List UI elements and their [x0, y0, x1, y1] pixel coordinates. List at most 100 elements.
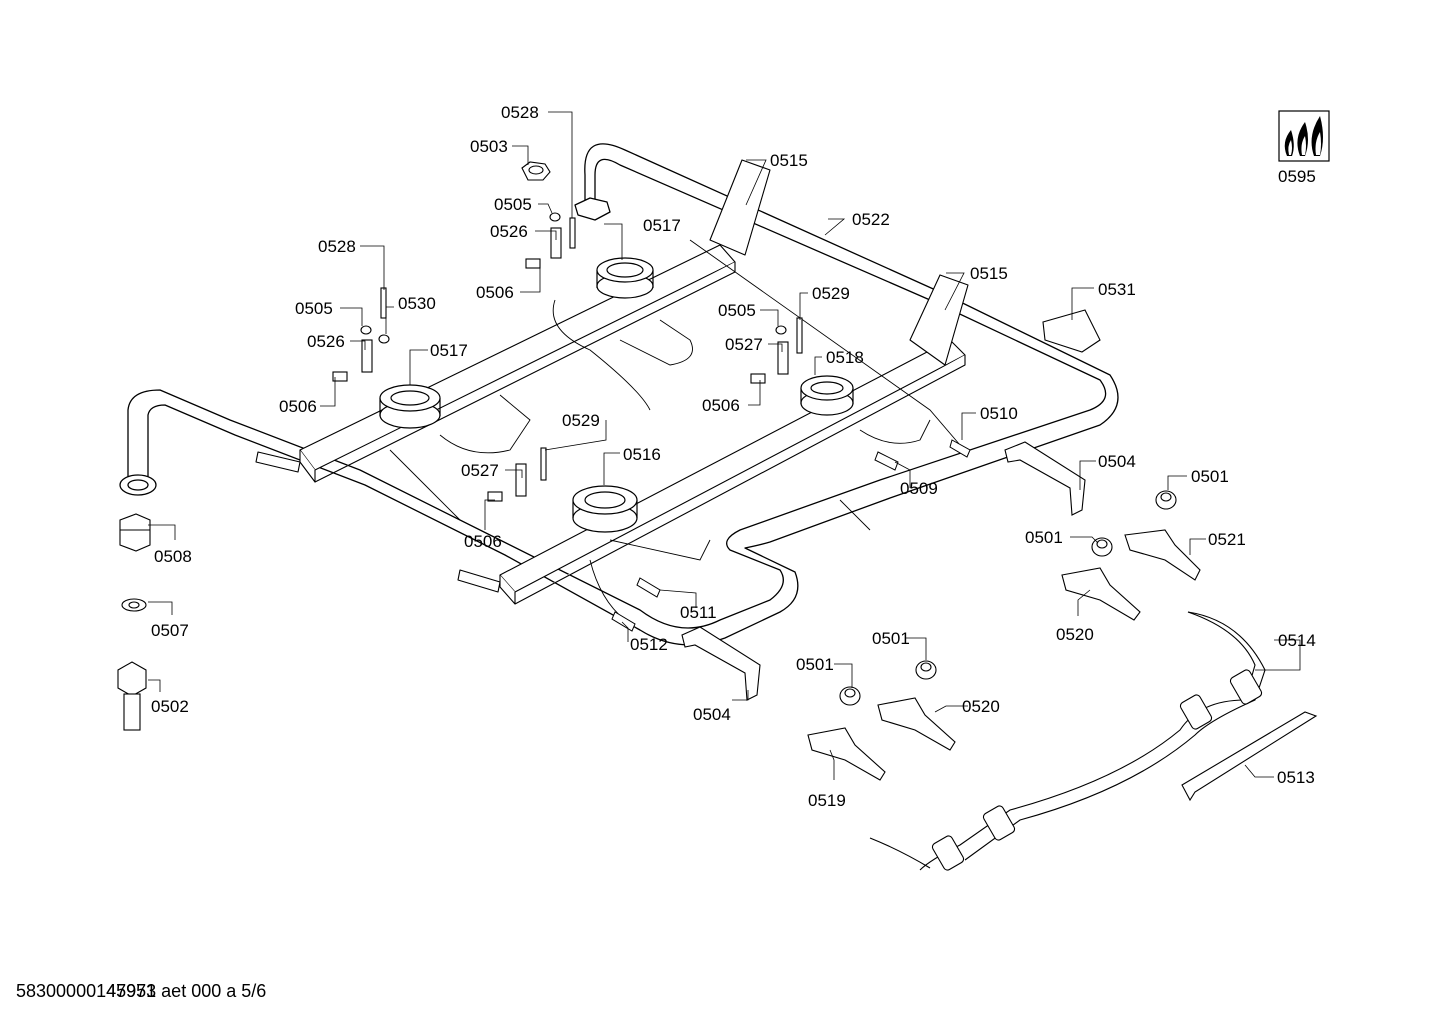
- gas-valve-0520-b: [877, 697, 956, 751]
- nut-0501-d: [839, 686, 861, 706]
- gas-supply-pipe: [119, 143, 1119, 646]
- label-0501: 0501: [872, 629, 910, 648]
- ignition-candle-0527-b: [515, 463, 527, 497]
- label-0512: 0512: [630, 635, 668, 654]
- label-0503: 0503: [470, 137, 508, 156]
- connector-0502: [117, 661, 147, 731]
- burner-cup-0518: [800, 375, 854, 416]
- revision-a: 45951: [106, 981, 157, 1001]
- label-0528: 0528: [318, 237, 356, 256]
- burner-cup-0517-left: [379, 384, 441, 429]
- label-0504: 0504: [693, 705, 731, 724]
- gas-valve-0519: [807, 727, 886, 781]
- label-0517: 0517: [643, 216, 681, 235]
- burner-cup-0517-rear: [596, 257, 654, 299]
- label-0595: 0595: [1278, 167, 1316, 186]
- label-0529: 0529: [562, 411, 600, 430]
- doc-suffix: aet 000 a 5/6: [156, 981, 267, 1001]
- clip-0506-d: [487, 491, 503, 502]
- label-0531: 0531: [1098, 280, 1136, 299]
- label-0520: 0520: [962, 697, 1000, 716]
- nut-0503: [521, 161, 551, 181]
- label-0510: 0510: [980, 404, 1018, 423]
- label-0514: 0514: [1278, 631, 1316, 650]
- part-labels: 0528 0503 0515 0505 0522 0526 0517 0528 …: [151, 103, 1316, 810]
- ignition-candle-0526-b: [361, 339, 373, 373]
- label-0504: 0504: [1098, 452, 1136, 471]
- nut-0501-b: [1091, 537, 1113, 557]
- nut-0530: [378, 334, 390, 344]
- label-0508: 0508: [154, 547, 192, 566]
- label-0526: 0526: [307, 332, 345, 351]
- injector-nozzles: [611, 439, 971, 632]
- label-0527: 0527: [461, 461, 499, 480]
- washer-0507: [121, 598, 147, 612]
- label-0530: 0530: [398, 294, 436, 313]
- ignition-harness-0514: [869, 611, 1266, 871]
- igniter-module-b: [1179, 694, 1213, 730]
- small-parts: [117, 161, 1318, 871]
- washer-0505-b: [360, 325, 372, 335]
- label-0522: 0522: [852, 210, 890, 229]
- igniter-module-c: [982, 805, 1016, 841]
- label-0515: 0515: [770, 151, 808, 170]
- label-0505: 0505: [718, 301, 756, 320]
- label-0518: 0518: [826, 348, 864, 367]
- label-0516: 0516: [623, 445, 661, 464]
- label-0526: 0526: [490, 222, 528, 241]
- revision-b: 47973: [106, 981, 157, 1001]
- clip-0506-c: [750, 373, 766, 384]
- label-0519: 0519: [808, 791, 846, 810]
- nut-0501-a: [1155, 490, 1177, 510]
- label-0501: 0501: [1191, 467, 1229, 486]
- burner-cup-0516: [572, 485, 638, 533]
- leader-lines: [148, 111, 1301, 780]
- gas-valve-0521: [1124, 529, 1201, 581]
- label-0529: 0529: [812, 284, 850, 303]
- label-0502: 0502: [151, 697, 189, 716]
- doc-number: 583000001: [16, 981, 107, 1001]
- label-0505: 0505: [295, 299, 333, 318]
- label-0517: 0517: [430, 341, 468, 360]
- igniter-module-d: [931, 835, 965, 871]
- fitting-0508: [119, 513, 151, 552]
- igniter-module-a: [1229, 669, 1263, 705]
- burner-cups: [379, 257, 854, 533]
- ignition-candle-0527-a: [777, 341, 789, 375]
- gas-flame-icon: [1278, 110, 1330, 162]
- label-0506: 0506: [464, 532, 502, 551]
- label-0528: 0528: [501, 103, 539, 122]
- label-0515: 0515: [970, 264, 1008, 283]
- thermocouple-0529-b: [540, 447, 547, 481]
- washer-0505-c: [775, 325, 787, 335]
- strip-0513: [1181, 711, 1318, 802]
- thermocouple-0529-a: [796, 317, 803, 354]
- thermocouple-0528-b: [380, 287, 387, 319]
- bracket-0504-left: [681, 626, 761, 701]
- label-0501: 0501: [796, 655, 834, 674]
- ignition-candle-0526-a: [550, 227, 562, 259]
- label-0527: 0527: [725, 335, 763, 354]
- washer-0505-a: [549, 212, 561, 222]
- label-0520: 0520: [1056, 625, 1094, 644]
- clip-0506-b: [332, 371, 348, 382]
- terminal-block-0531: [1042, 309, 1101, 353]
- label-0509: 0509: [900, 479, 938, 498]
- nut-0501-c: [915, 660, 937, 680]
- label-0505: 0505: [494, 195, 532, 214]
- clip-0506-a: [525, 258, 541, 269]
- label-0511: 0511: [680, 603, 717, 622]
- label-0501: 0501: [1025, 528, 1063, 547]
- label-0521: 0521: [1208, 530, 1246, 549]
- label-0507: 0507: [151, 621, 189, 640]
- label-0506: 0506: [279, 397, 317, 416]
- bracket-0504-right: [1004, 441, 1086, 516]
- label-0513: 0513: [1277, 768, 1315, 787]
- label-0506: 0506: [476, 283, 514, 302]
- thermocouple-0528-a: [569, 217, 576, 249]
- label-0506: 0506: [702, 396, 740, 415]
- gas-valve-0520-a: [1061, 567, 1141, 621]
